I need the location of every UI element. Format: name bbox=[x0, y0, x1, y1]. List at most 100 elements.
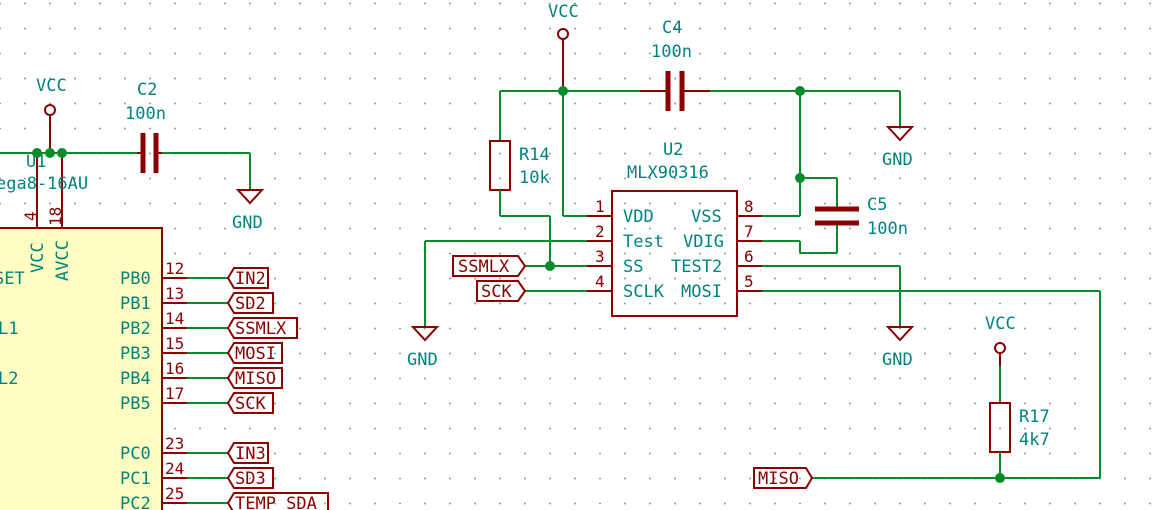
c4-ref: C4 bbox=[662, 18, 682, 38]
net-label-miso[interactable]: MISO bbox=[753, 467, 814, 489]
c5-value: 100n bbox=[867, 219, 908, 239]
u2-pin-1-number: 1 bbox=[595, 197, 605, 216]
svg-text:PB1: PB1 bbox=[120, 294, 151, 314]
u1-pin-pc1[interactable]: PC1 24 SD3 bbox=[120, 459, 274, 489]
svg-text:MISO: MISO bbox=[758, 469, 799, 489]
c2-value: 100n bbox=[125, 104, 166, 124]
vcc-right-symbol bbox=[994, 342, 1006, 354]
svg-text:14: 14 bbox=[165, 309, 184, 328]
svg-text:PB4: PB4 bbox=[120, 369, 151, 389]
r17-ref: R17 bbox=[1019, 407, 1050, 427]
net-label-mosi-left: MOSI bbox=[235, 344, 276, 364]
svg-text:PC0: PC0 bbox=[120, 444, 151, 464]
u2-pin-6-number: 6 bbox=[744, 247, 754, 266]
r14-pullup[interactable]: R14 10k bbox=[489, 91, 551, 266]
gnd-test2-symbol bbox=[885, 326, 915, 342]
u1-pin-pb1[interactable]: PB1 13 SD2 bbox=[120, 284, 274, 314]
r17-pullup[interactable]: VCC R17 4k7 bbox=[985, 314, 1050, 478]
gnd-test-symbol bbox=[410, 326, 440, 342]
u2-block[interactable]: U2 MLX90316 1 2 3 4 VDD Test SS SCLK 8 7… bbox=[587, 140, 762, 317]
net-label-miso-left: MISO bbox=[235, 369, 276, 389]
u1-value: ega8-16AU bbox=[0, 174, 88, 194]
u2-pin-ss: SS bbox=[623, 257, 643, 277]
u2-wiring bbox=[410, 91, 1101, 483]
u2-pin-test2: TEST2 bbox=[671, 257, 722, 277]
u1-left-text-set: SET bbox=[0, 269, 25, 289]
gnd-c2-symbol bbox=[235, 189, 265, 205]
svg-text:16: 16 bbox=[165, 359, 184, 378]
vcc-left-symbol bbox=[44, 104, 56, 116]
c4-decoupling[interactable]: VCC C4 100n GND bbox=[500, 2, 915, 170]
u1-pin-vcc-name: VCC bbox=[28, 242, 48, 273]
u1-ref: U1 bbox=[26, 152, 46, 172]
gnd-c4-label: GND bbox=[882, 150, 913, 170]
r17-body bbox=[989, 402, 1011, 453]
net-label-sd3: SD3 bbox=[235, 469, 266, 489]
svg-text:17: 17 bbox=[165, 384, 184, 403]
u2-pin-test: Test bbox=[623, 232, 664, 252]
u2-pin-7-number: 7 bbox=[744, 222, 754, 241]
net-label-in3: IN3 bbox=[235, 444, 266, 464]
u2-pin-vdig: VDIG bbox=[683, 232, 724, 252]
svg-text:25: 25 bbox=[165, 484, 184, 503]
svg-text:24: 24 bbox=[165, 459, 184, 478]
u1-pin-pc0[interactable]: PC0 23 IN3 bbox=[120, 434, 269, 464]
r14-value: 10k bbox=[519, 168, 550, 188]
u2-pin-4-number: 4 bbox=[595, 272, 605, 291]
svg-text:SSMLX: SSMLX bbox=[458, 257, 510, 277]
net-label-in2: IN2 bbox=[235, 269, 266, 289]
svg-text:PB5: PB5 bbox=[120, 394, 151, 414]
u1-pin-pb3[interactable]: PB3 15 MOSI bbox=[120, 334, 283, 364]
vcc-right-label: VCC bbox=[985, 314, 1016, 334]
c2-ref: C2 bbox=[137, 80, 157, 100]
svg-text:PC1: PC1 bbox=[120, 469, 151, 489]
svg-text:PB0: PB0 bbox=[120, 269, 151, 289]
svg-text:12: 12 bbox=[165, 259, 184, 278]
u2-pin-vss: VSS bbox=[691, 207, 722, 227]
u1-pin-4-number: 4 bbox=[21, 211, 40, 221]
gnd-c4-symbol bbox=[885, 126, 915, 142]
u2-value: MLX90316 bbox=[627, 163, 709, 183]
net-label-ssmlx[interactable]: SSMLX bbox=[452, 255, 527, 277]
r17-value: 4k7 bbox=[1019, 430, 1050, 450]
u1-pin-pb0[interactable]: PB0 12 IN2 bbox=[120, 259, 269, 289]
u1-pin-pc2[interactable]: PC2 25 TEMP_SDA bbox=[120, 484, 329, 510]
u2-pin-3-number: 3 bbox=[595, 247, 605, 266]
u1-pin-pb4[interactable]: PB4 16 MISO bbox=[120, 359, 283, 389]
net-label-temp-sda: TEMP_SDA bbox=[235, 494, 317, 510]
u2-pin-sclk: SCLK bbox=[623, 282, 665, 302]
gnd-test2-label: GND bbox=[882, 350, 913, 370]
u1-right-pins: PB0 12 IN2 PB1 13 SD2 PB2 14 SSMLX PB3 bbox=[120, 259, 329, 510]
svg-text:SCK: SCK bbox=[481, 282, 512, 302]
net-label-sck-left: SCK bbox=[235, 394, 266, 414]
net-label-sck[interactable]: SCK bbox=[476, 280, 527, 302]
u2-pin-2-number: 2 bbox=[595, 222, 605, 241]
svg-text:PB3: PB3 bbox=[120, 344, 151, 364]
u2-pin-5-number: 5 bbox=[744, 272, 754, 291]
u1-pin-pb5[interactable]: PB5 17 SCK bbox=[120, 384, 274, 414]
c2-decoupling[interactable]: VCC C2 100n GND bbox=[0, 76, 265, 233]
u1-pin-18-number: 18 bbox=[46, 207, 65, 226]
svg-text:PC2: PC2 bbox=[120, 494, 151, 510]
u1-pin-pb2[interactable]: PB2 14 SSMLX bbox=[120, 309, 298, 339]
vcc-left-label: VCC bbox=[36, 76, 67, 96]
vcc-top-symbol bbox=[557, 28, 569, 40]
r14-ref: R14 bbox=[519, 145, 550, 165]
u1-left-text-l2: L2 bbox=[0, 369, 18, 389]
c4-value: 100n bbox=[651, 42, 692, 62]
r14-body bbox=[489, 140, 511, 191]
u2-ref: U2 bbox=[663, 140, 683, 160]
svg-text:23: 23 bbox=[165, 434, 184, 453]
u1-block[interactable]: U1 ega8-16AU 4 18 VCC AVCC SET L1 L2 bbox=[0, 152, 163, 510]
u1-pin-avcc-name: AVCC bbox=[53, 240, 73, 281]
c5-decoupling[interactable]: C5 100n bbox=[815, 195, 908, 239]
c5-ref: C5 bbox=[867, 195, 887, 215]
svg-text:15: 15 bbox=[165, 334, 184, 353]
u2-pin-mosi: MOSI bbox=[681, 282, 722, 302]
vcc-top-label: VCC bbox=[548, 2, 579, 22]
u1-body bbox=[0, 227, 163, 510]
u2-pin-8-number: 8 bbox=[744, 197, 754, 216]
u1-left-text-l1: L1 bbox=[0, 319, 18, 339]
